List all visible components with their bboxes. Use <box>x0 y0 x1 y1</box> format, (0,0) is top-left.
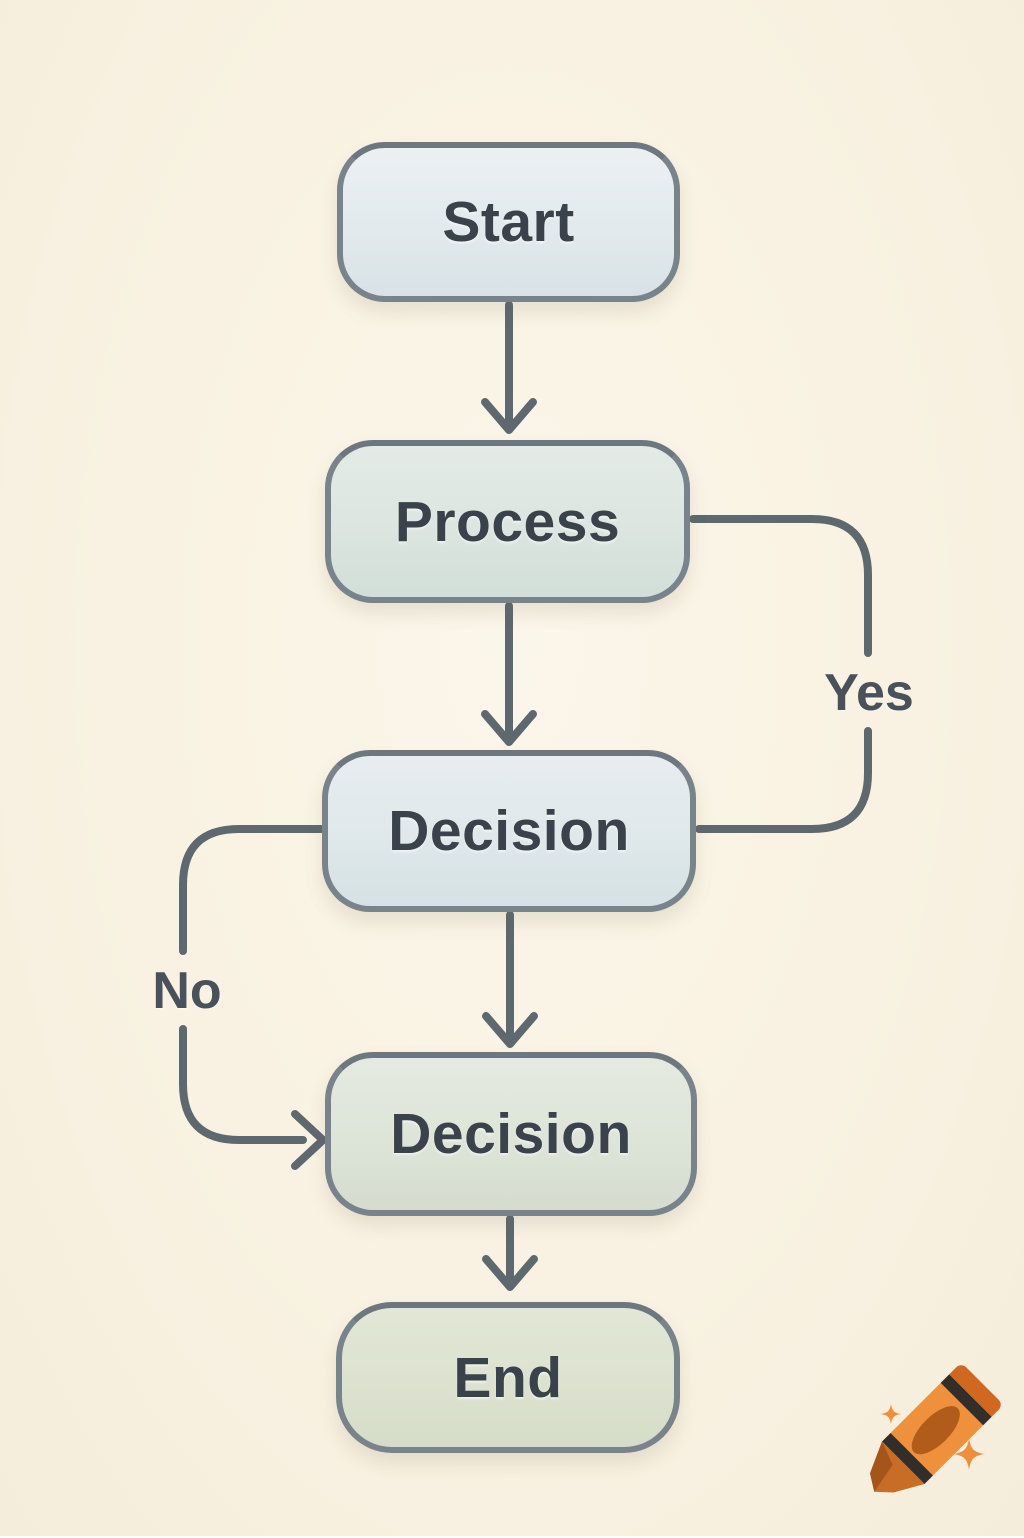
arrowhead-down-3 <box>482 1012 538 1048</box>
node-process: Process <box>325 440 690 603</box>
node-decision-1: Decision <box>322 750 696 912</box>
edge-yes-lower <box>695 727 872 833</box>
node-start: Start <box>337 142 680 302</box>
node-process-label: Process <box>394 489 621 554</box>
arrowhead-right-no <box>291 1110 327 1170</box>
node-decision-2-label: Decision <box>390 1102 632 1166</box>
crayon-icon <box>870 1365 1001 1493</box>
node-decision-1-label: Decision <box>388 799 630 863</box>
arrowhead-down-4 <box>482 1255 538 1291</box>
sparkle-icon <box>880 1403 985 1470</box>
arrowhead-down-2 <box>481 710 537 746</box>
node-end: End <box>336 1302 680 1453</box>
arrowhead-down-1 <box>481 398 537 434</box>
edge-no-upper <box>179 825 325 955</box>
node-decision-2: Decision <box>325 1052 697 1216</box>
edge-label-no: No <box>152 962 222 1020</box>
edge-no-lower <box>179 1025 307 1144</box>
edge-yes-upper <box>689 515 872 657</box>
node-start-label: Start <box>442 190 575 254</box>
node-end-label: End <box>453 1345 563 1410</box>
edge-label-yes: Yes <box>824 664 914 722</box>
